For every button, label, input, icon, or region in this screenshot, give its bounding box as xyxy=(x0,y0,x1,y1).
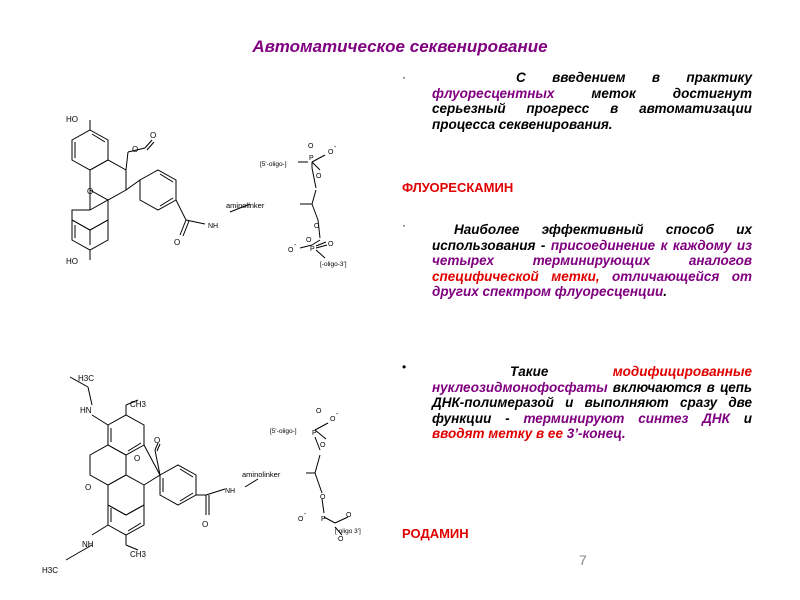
minus-label: - xyxy=(336,411,339,418)
phosphorus-label: P xyxy=(312,430,317,437)
oxygen-label: O xyxy=(308,143,314,150)
oxygen-label: O xyxy=(85,483,91,492)
phosphorus-label: P xyxy=(321,516,326,523)
nh-label: NH xyxy=(208,223,218,230)
page-number: 7 xyxy=(579,552,587,568)
paragraph-2: Наиболее эффективный способ их использов… xyxy=(432,222,752,300)
ho-label: HO xyxy=(66,257,78,266)
para3-text-1: Такие xyxy=(510,364,613,379)
bullet: · xyxy=(402,70,406,84)
oxygen-label: O xyxy=(150,131,156,140)
oligo5-label: [5'-oligo-] xyxy=(260,161,287,168)
rhodamine-structure: H3C HN CH3 O O O O NH aminolinker [5'-ol… xyxy=(42,374,361,575)
oligo3-label: [ oligo 3'] xyxy=(335,528,361,535)
oligo5-label: [5'-oligo-] xyxy=(270,428,297,435)
para2-text-1: Наиболее эффективный способ их использов… xyxy=(432,222,752,253)
oxygen-label: O xyxy=(134,454,140,463)
oxygen-label: O xyxy=(132,145,138,154)
oxygen-label: O xyxy=(154,436,160,445)
oxygen-label: O xyxy=(298,516,304,523)
slide-title: Автоматическое секвенирование xyxy=(252,37,548,56)
oxygen-label: O xyxy=(316,173,322,180)
phosphorus-label: P xyxy=(310,246,315,253)
para2-text-6: . xyxy=(663,284,667,300)
oxygen-label: O xyxy=(174,238,180,247)
bullet: · xyxy=(402,218,406,232)
oxygen-label: O xyxy=(306,237,312,244)
minus-label: - xyxy=(294,242,297,249)
oxygen-label: O xyxy=(87,187,93,196)
h3c-label: H3C xyxy=(42,566,58,575)
paragraph-1: С введением в практику флуоресцентных ме… xyxy=(432,70,752,132)
oxygen-label: O xyxy=(338,536,344,543)
oxygen-label: O xyxy=(320,494,326,501)
oxygen-label: O xyxy=(330,416,336,423)
para2-text-3: специфической xyxy=(432,268,539,284)
para3-text-4: включаются в цепь ДНК-полимеразой и выпо… xyxy=(432,379,752,426)
nh-label: NH xyxy=(82,540,94,549)
oxygen-label: O xyxy=(316,408,322,415)
ho-label: HO xyxy=(66,115,78,124)
ch3-label: CH3 xyxy=(130,400,147,409)
para1-text-2: флуоресцентных xyxy=(432,85,555,101)
fluorescein-structure: HO HO O O O O NH aminolinker [5'-oligo-]… xyxy=(66,115,347,268)
ch3-label: CH3 xyxy=(130,550,147,559)
minus-label: - xyxy=(304,511,307,518)
oxygen-label: O xyxy=(320,442,326,449)
oxygen-label: O xyxy=(202,520,208,529)
para3-text-5: терминируют синтез ДНК xyxy=(523,410,730,426)
aminolinker-label: aminolinker xyxy=(242,470,281,479)
para3-text-8: 3’-конец. xyxy=(562,426,626,442)
para1-text-3: меток достигнут серьезный прогресс в авт… xyxy=(432,85,752,132)
para3-text-2: модифицированные xyxy=(612,364,752,379)
h3c-label: H3C xyxy=(78,374,94,383)
para3-text-7: вводят метку в ее xyxy=(432,426,563,442)
para1-text-1: С введением в практику xyxy=(516,70,752,85)
aminolinker-label: aminolinker xyxy=(226,201,265,210)
para3-text-3: нуклеозидмонофосфаты xyxy=(432,379,608,395)
oxygen-label: O xyxy=(288,247,294,254)
phosphorus-label: P xyxy=(309,155,314,162)
oxygen-label: O xyxy=(328,241,334,248)
para2-text-2: присоединение к каждому из четырех терми… xyxy=(432,237,752,269)
minus-label: - xyxy=(334,144,337,151)
nh-label: NH xyxy=(225,488,235,495)
oxygen-label: O xyxy=(346,512,352,519)
para3-text-6: и xyxy=(729,410,753,426)
paragraph-3: Такие модифицированные нуклеозидмонофосф… xyxy=(432,364,752,442)
oxygen-label: O xyxy=(314,223,320,230)
oxygen-label: O xyxy=(328,149,334,156)
para2-text-5: отличающейся от других спектром флуоресц… xyxy=(432,268,752,300)
heading-fluorescamine: ФЛУОРЕСКАМИН xyxy=(402,180,514,195)
para2-text-4: метки, xyxy=(538,268,613,284)
oligo3-label: [-oligo-3'] xyxy=(320,261,347,268)
hn-label: HN xyxy=(80,406,92,415)
heading-rhodamine: РОДАМИН xyxy=(402,526,469,541)
bullet: • xyxy=(402,360,407,374)
